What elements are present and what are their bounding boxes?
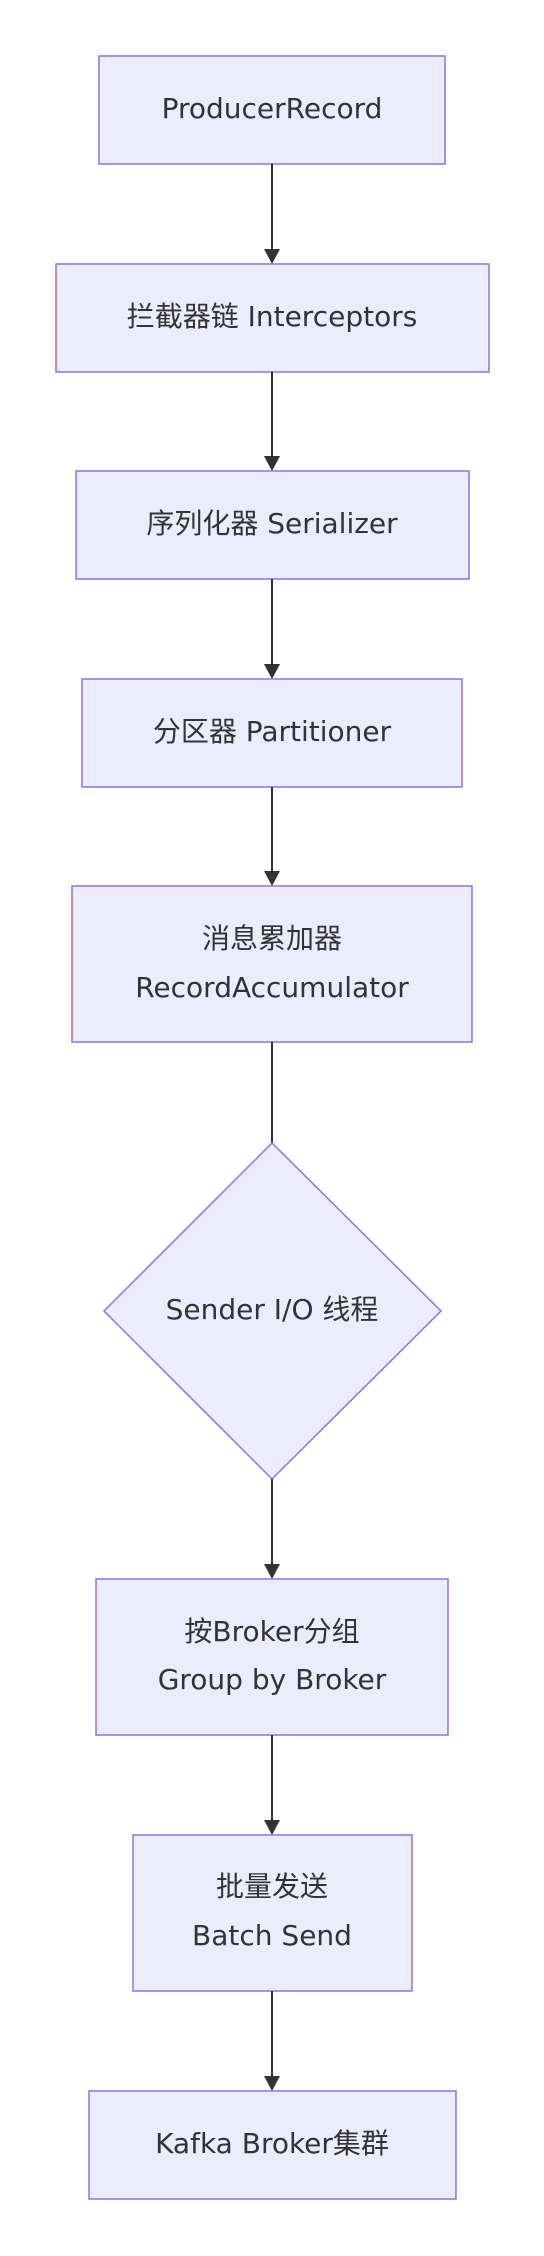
node-sender: Sender I/O 线程 [102,1141,443,1481]
edge-producer-to-interceptors [264,164,280,264]
node-broker-cluster: Kafka Broker集群 [88,2090,457,2200]
node-group-by-broker-label-line2: Group by Broker [158,1663,387,1696]
edge-partitioner-to-accumulator [264,787,280,886]
edge-sender-to-group [264,1479,280,1579]
node-partitioner-label: 分区器 Partitioner [153,715,392,748]
node-batch-send: 批量发送 Batch Send [132,1834,413,1992]
node-batch-send-label-line2: Batch Send [192,1919,352,1952]
node-interceptors-label: 拦截器链 Interceptors [127,300,418,333]
node-interceptors: 拦截器链 Interceptors [55,263,490,373]
edge-serializer-to-partitioner [264,579,280,679]
node-accumulator-label-line2: RecordAccumulator [135,971,409,1004]
node-serializer-label: 序列化器 Serializer [146,507,398,540]
node-group-by-broker: 按Broker分组 Group by Broker [95,1578,449,1736]
node-producer-record-label: ProducerRecord [162,92,383,125]
node-accumulator-label-line1: 消息累加器 [202,922,342,955]
edge-group-to-batch [264,1735,280,1835]
node-sender-label: Sender I/O 线程 [166,1293,379,1326]
node-group-by-broker-label-line1: 按Broker分组 [184,1615,359,1648]
node-serializer: 序列化器 Serializer [75,470,470,580]
node-accumulator: 消息累加器 RecordAccumulator [71,885,473,1043]
node-broker-cluster-label: Kafka Broker集群 [155,2127,389,2160]
edge-interceptors-to-serializer [264,372,280,471]
node-partitioner: 分区器 Partitioner [81,678,463,788]
edge-batch-to-broker [264,1991,280,2091]
node-producer-record: ProducerRecord [98,55,446,165]
node-batch-send-label-line1: 批量发送 [216,1870,328,1903]
